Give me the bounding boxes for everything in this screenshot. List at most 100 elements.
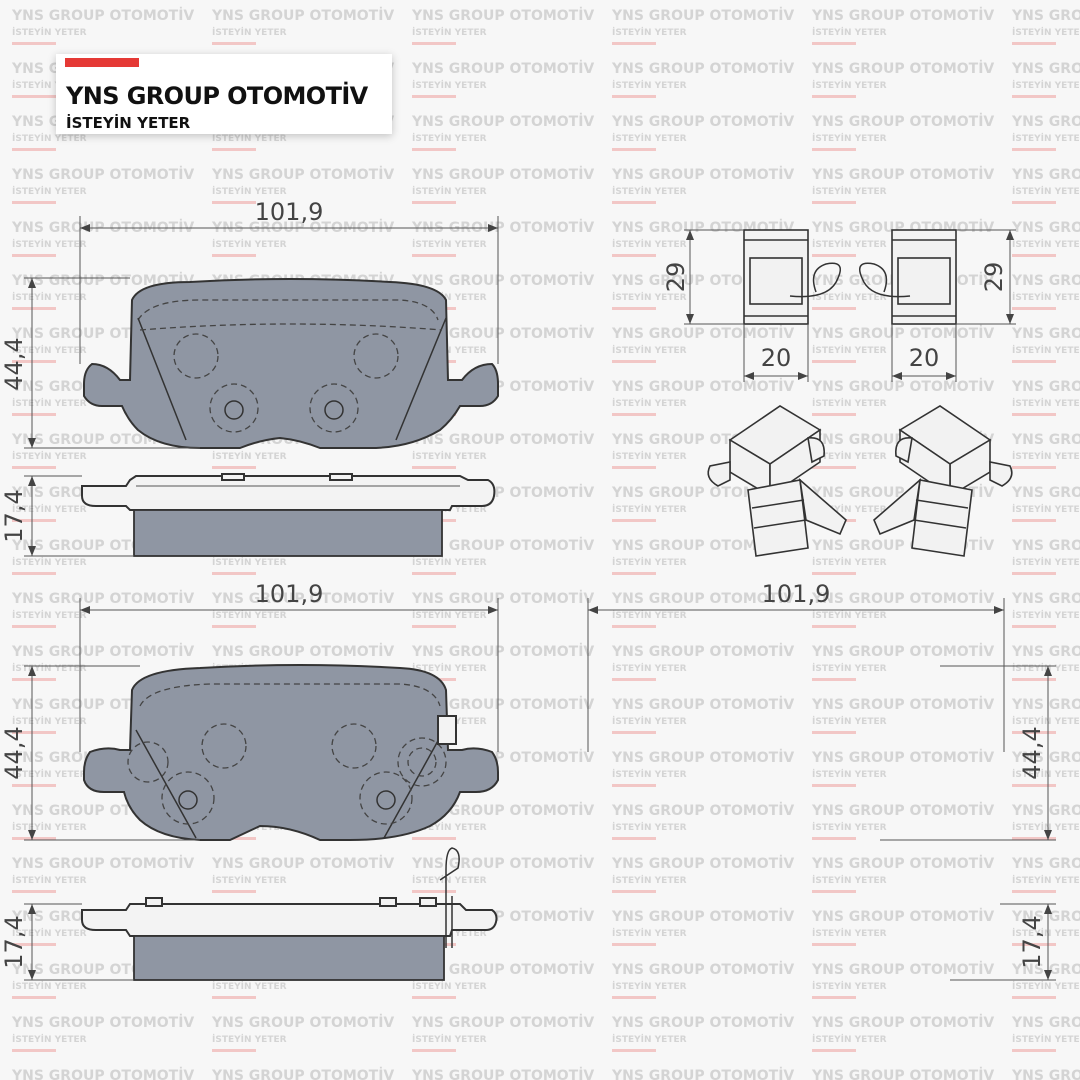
watermark-accent-bar xyxy=(1012,1049,1056,1052)
top-pad-front-view xyxy=(83,278,499,449)
logo-tagline: İSTEYİN YETER xyxy=(66,114,191,132)
watermark-accent-bar xyxy=(1012,890,1056,893)
watermark-title: YNS GROUP OTOMOTİV xyxy=(411,431,594,448)
bottom-right-pad-thickness-dimension: 17,4 xyxy=(950,903,1056,981)
watermark-title: YNS GROUP OTOMOTİV xyxy=(411,7,594,24)
watermark-title: YNS GROUP OTOMOTİV xyxy=(1011,961,1080,978)
watermark-title: YNS GROUP OTOMOTİV xyxy=(1011,696,1080,713)
watermark-tagline: İSTEYİN YETER xyxy=(12,292,87,303)
bottom-left-pad-width-label: 101,9 xyxy=(255,580,324,608)
watermark-accent-bar xyxy=(812,837,856,840)
watermark-title: YNS GROUP OTOMOTİV xyxy=(611,7,794,24)
watermark-accent-bar xyxy=(12,943,56,946)
watermark-accent-bar xyxy=(812,784,856,787)
watermark-tagline: İSTEYİN YETER xyxy=(212,610,287,621)
bottom-right-pad-width-dimension: 101,9 xyxy=(587,580,1005,752)
watermark-accent-bar xyxy=(412,572,456,575)
watermark-accent-bar xyxy=(12,148,56,151)
watermark-accent-bar xyxy=(12,890,56,893)
logo-accent-bar xyxy=(65,58,139,67)
watermark-tagline: İSTEYİN YETER xyxy=(612,451,687,462)
watermark-tile: YNS GROUP OTOMOTİV İSTEYİN YETER xyxy=(411,802,594,840)
watermark-tagline: İSTEYİN YETER xyxy=(612,398,687,409)
watermark-accent-bar xyxy=(1012,466,1056,469)
watermark-accent-bar xyxy=(812,996,856,999)
watermark-title: YNS GROUP OTOMOTİV xyxy=(411,802,594,819)
watermark-accent-bar xyxy=(212,466,256,469)
watermark-accent-bar xyxy=(612,837,656,840)
watermark-tagline: İSTEYİN YETER xyxy=(412,451,487,462)
watermark-tagline: İSTEYİN YETER xyxy=(1012,345,1080,356)
top-pad-thickness-dimension: 17,4 xyxy=(0,475,134,557)
watermark-title: YNS GROUP OTOMOTİV xyxy=(1011,378,1080,395)
watermark-accent-bar xyxy=(12,95,56,98)
watermark-accent-bar xyxy=(812,625,856,628)
watermark-tagline: İSTEYİN YETER xyxy=(812,1034,887,1045)
watermark-tagline: İSTEYİN YETER xyxy=(612,769,687,780)
watermark-tagline: İSTEYİN YETER xyxy=(1012,133,1080,144)
watermark-tagline: İSTEYİN YETER xyxy=(412,822,487,833)
watermark-tagline: İSTEYİN YETER xyxy=(812,769,887,780)
watermark-title: YNS GROUP OTOMOTİV xyxy=(611,908,794,925)
watermark-accent-bar xyxy=(12,837,56,840)
watermark-accent-bar xyxy=(12,254,56,257)
watermark-title: YNS GROUP OTOMOTİV xyxy=(1011,908,1080,925)
watermark-accent-bar xyxy=(412,201,456,204)
watermark-accent-bar xyxy=(812,890,856,893)
watermark-tagline: İSTEYİN YETER xyxy=(812,822,887,833)
watermark-accent-bar xyxy=(1012,413,1056,416)
watermark-accent-bar xyxy=(412,148,456,151)
watermark-title: YNS GROUP OTOMOTİV xyxy=(1011,1014,1080,1031)
watermark-tagline: İSTEYİN YETER xyxy=(612,928,687,939)
watermark-tagline: İSTEYİN YETER xyxy=(412,875,487,886)
watermark-accent-bar xyxy=(212,996,256,999)
watermark-accent-bar xyxy=(1012,572,1056,575)
watermark-tagline: İSTEYİN YETER xyxy=(212,27,287,38)
watermark-accent-bar xyxy=(12,413,56,416)
watermark-tagline: İSTEYİN YETER xyxy=(212,239,287,250)
watermark-tagline: İSTEYİN YETER xyxy=(612,133,687,144)
watermark-tagline: İSTEYİN YETER xyxy=(12,504,87,515)
watermark-title: YNS GROUP OTOMOTİV xyxy=(411,537,594,554)
watermark-accent-bar xyxy=(1012,307,1056,310)
watermark-tile: YNS GROUP OTOMOTİV İSTEYİN YETER xyxy=(411,431,594,469)
watermark-tagline: İSTEYİN YETER xyxy=(812,398,887,409)
watermark-accent-bar xyxy=(12,466,56,469)
watermark-accent-bar xyxy=(1012,678,1056,681)
watermark-title: YNS GROUP OTOMOTİV xyxy=(811,590,994,607)
watermark-tagline: İSTEYİN YETER xyxy=(812,875,887,886)
watermark-title: YNS GROUP OTOMOTİV xyxy=(811,113,994,130)
watermark-title: YNS GROUP OTOMOTİV xyxy=(1011,219,1080,236)
watermark-accent-bar xyxy=(412,42,456,45)
watermark-accent-bar xyxy=(412,1049,456,1052)
watermark-title: YNS GROUP OTOMOTİV xyxy=(611,696,794,713)
watermark-title: YNS GROUP OTOMOTİV xyxy=(811,643,994,660)
watermark-accent-bar xyxy=(1012,42,1056,45)
watermark-accent-bar xyxy=(212,572,256,575)
clip-left-height-label: 29 xyxy=(662,262,690,293)
watermark-accent-bar xyxy=(12,360,56,363)
watermark-tagline: İSTEYİN YETER xyxy=(1012,875,1080,886)
watermark-tagline: İSTEYİN YETER xyxy=(612,80,687,91)
watermark-tagline: İSTEYİN YETER xyxy=(12,981,87,992)
